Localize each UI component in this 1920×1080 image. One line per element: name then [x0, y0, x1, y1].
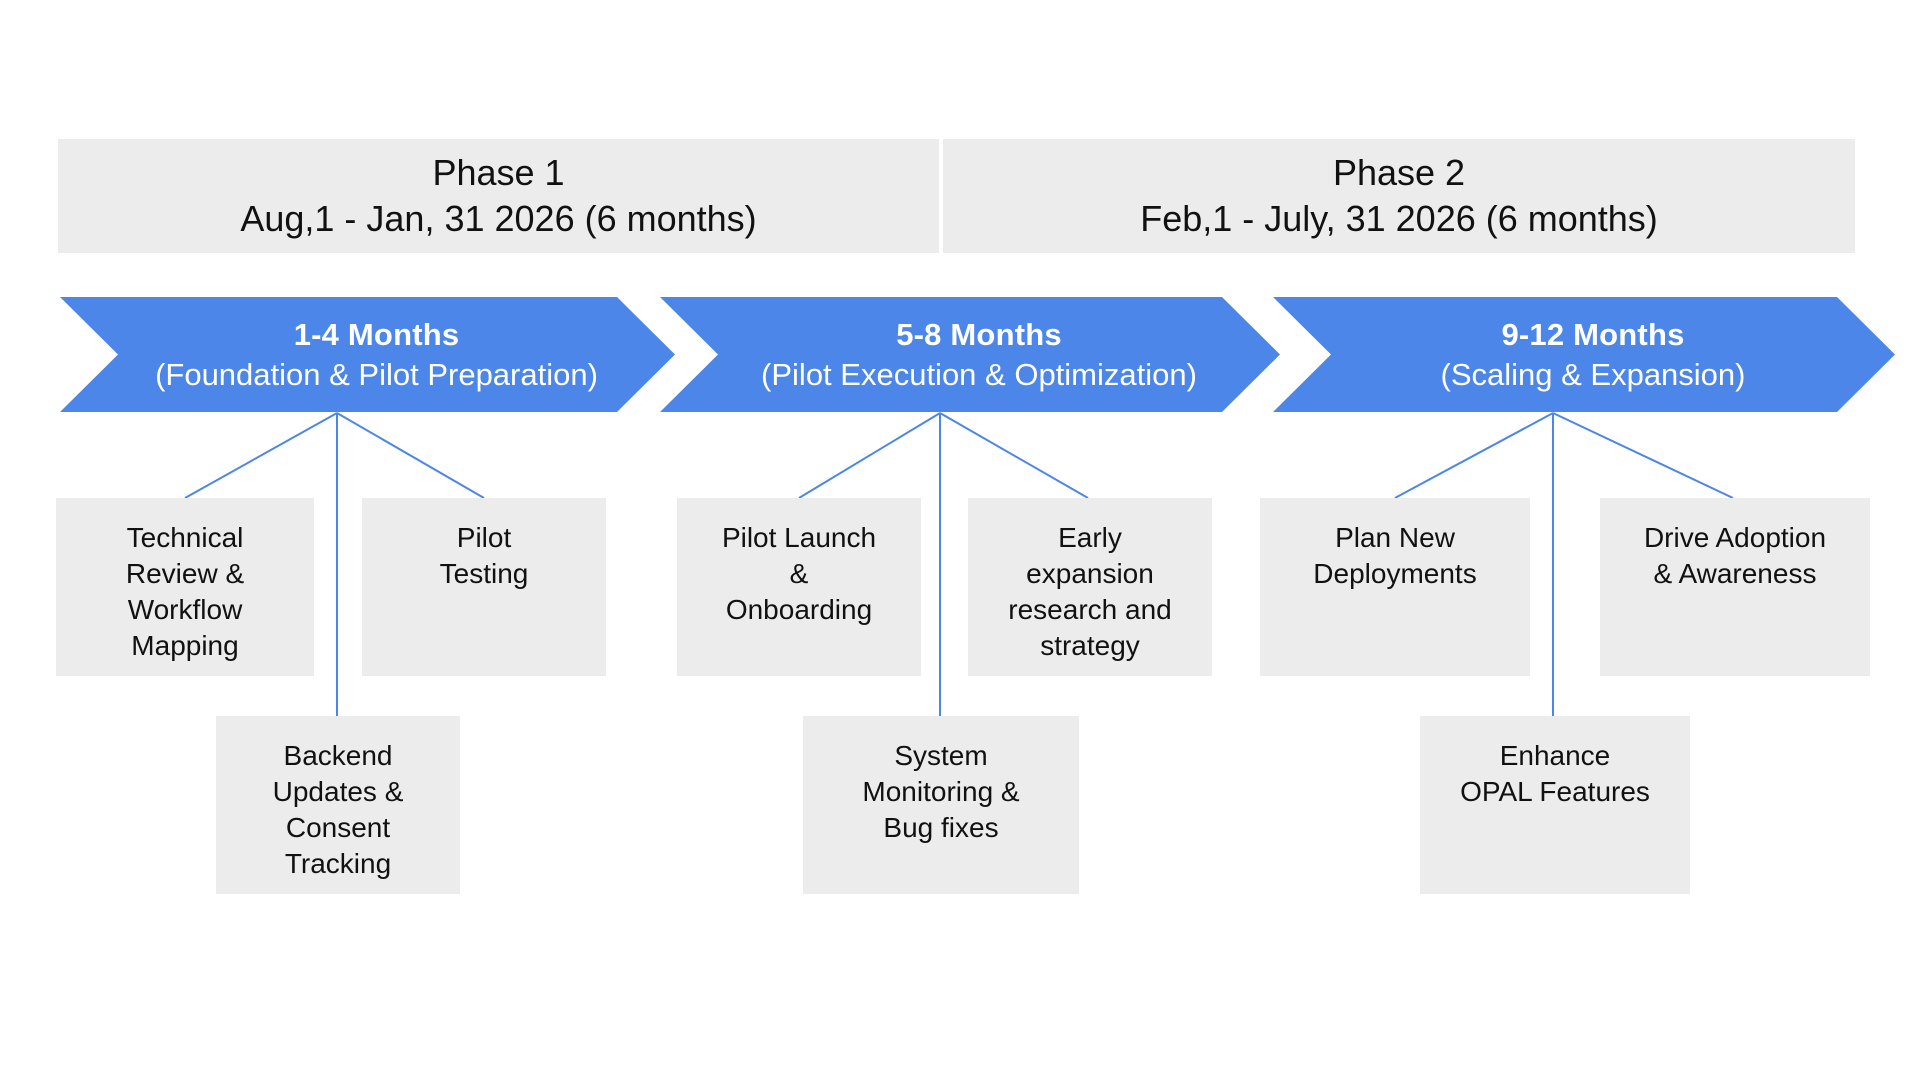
connector-line — [184, 412, 338, 499]
stage-3-range: 9-12 Months — [1501, 316, 1685, 352]
stage-1-subtitle: (Foundation & Pilot Preparation) — [155, 356, 598, 392]
task-technical-review: Technical Review & Workflow Mapping — [56, 498, 314, 676]
stage-3-subtitle: (Scaling & Expansion) — [1440, 356, 1746, 392]
task-drive-adoption: Drive Adoption & Awareness — [1600, 498, 1870, 676]
connector-line — [336, 412, 485, 499]
task-plan-new-deployments: Plan New Deployments — [1260, 498, 1530, 676]
task-enhance-opal-features: Enhance OPAL Features — [1420, 716, 1690, 894]
task-backend-updates: Backend Updates & Consent Tracking — [216, 716, 460, 894]
phase-2-header: Phase 2 Feb,1 - July, 31 2026 (6 months) — [943, 139, 1855, 253]
phase-1-header: Phase 1 Aug,1 - Jan, 31 2026 (6 months) — [58, 139, 939, 253]
stage-1-arrow: 1-4 Months (Foundation & Pilot Preparati… — [60, 297, 675, 412]
stage-3-arrow: 9-12 Months (Scaling & Expansion) — [1273, 297, 1895, 412]
phase-1-title: Phase 1 — [432, 152, 565, 193]
phase-2-title: Phase 2 — [1332, 152, 1466, 193]
stage-2-range: 5-8 Months — [896, 316, 1062, 352]
stage-1-range: 1-4 Months — [293, 316, 460, 352]
task-pilot-testing: Pilot Testing — [362, 498, 606, 676]
stage-2-subtitle: (Pilot Execution & Optimization) — [761, 356, 1197, 392]
phase-1-dates: Aug,1 - Jan, 31 2026 (6 months) — [240, 198, 757, 239]
connector-line — [1552, 412, 1734, 499]
task-pilot-launch: Pilot Launch & Onboarding — [677, 498, 921, 676]
connector-line — [798, 412, 941, 499]
stage-2-arrow: 5-8 Months (Pilot Execution & Optimizati… — [660, 297, 1280, 412]
task-early-expansion: Early expansion research and strategy — [968, 498, 1212, 676]
task-system-monitoring: System Monitoring & Bug fixes — [803, 716, 1079, 894]
connector-line — [939, 412, 1089, 499]
phase-2-dates: Feb,1 - July, 31 2026 (6 months) — [1140, 198, 1658, 239]
connector-line — [1394, 412, 1554, 499]
